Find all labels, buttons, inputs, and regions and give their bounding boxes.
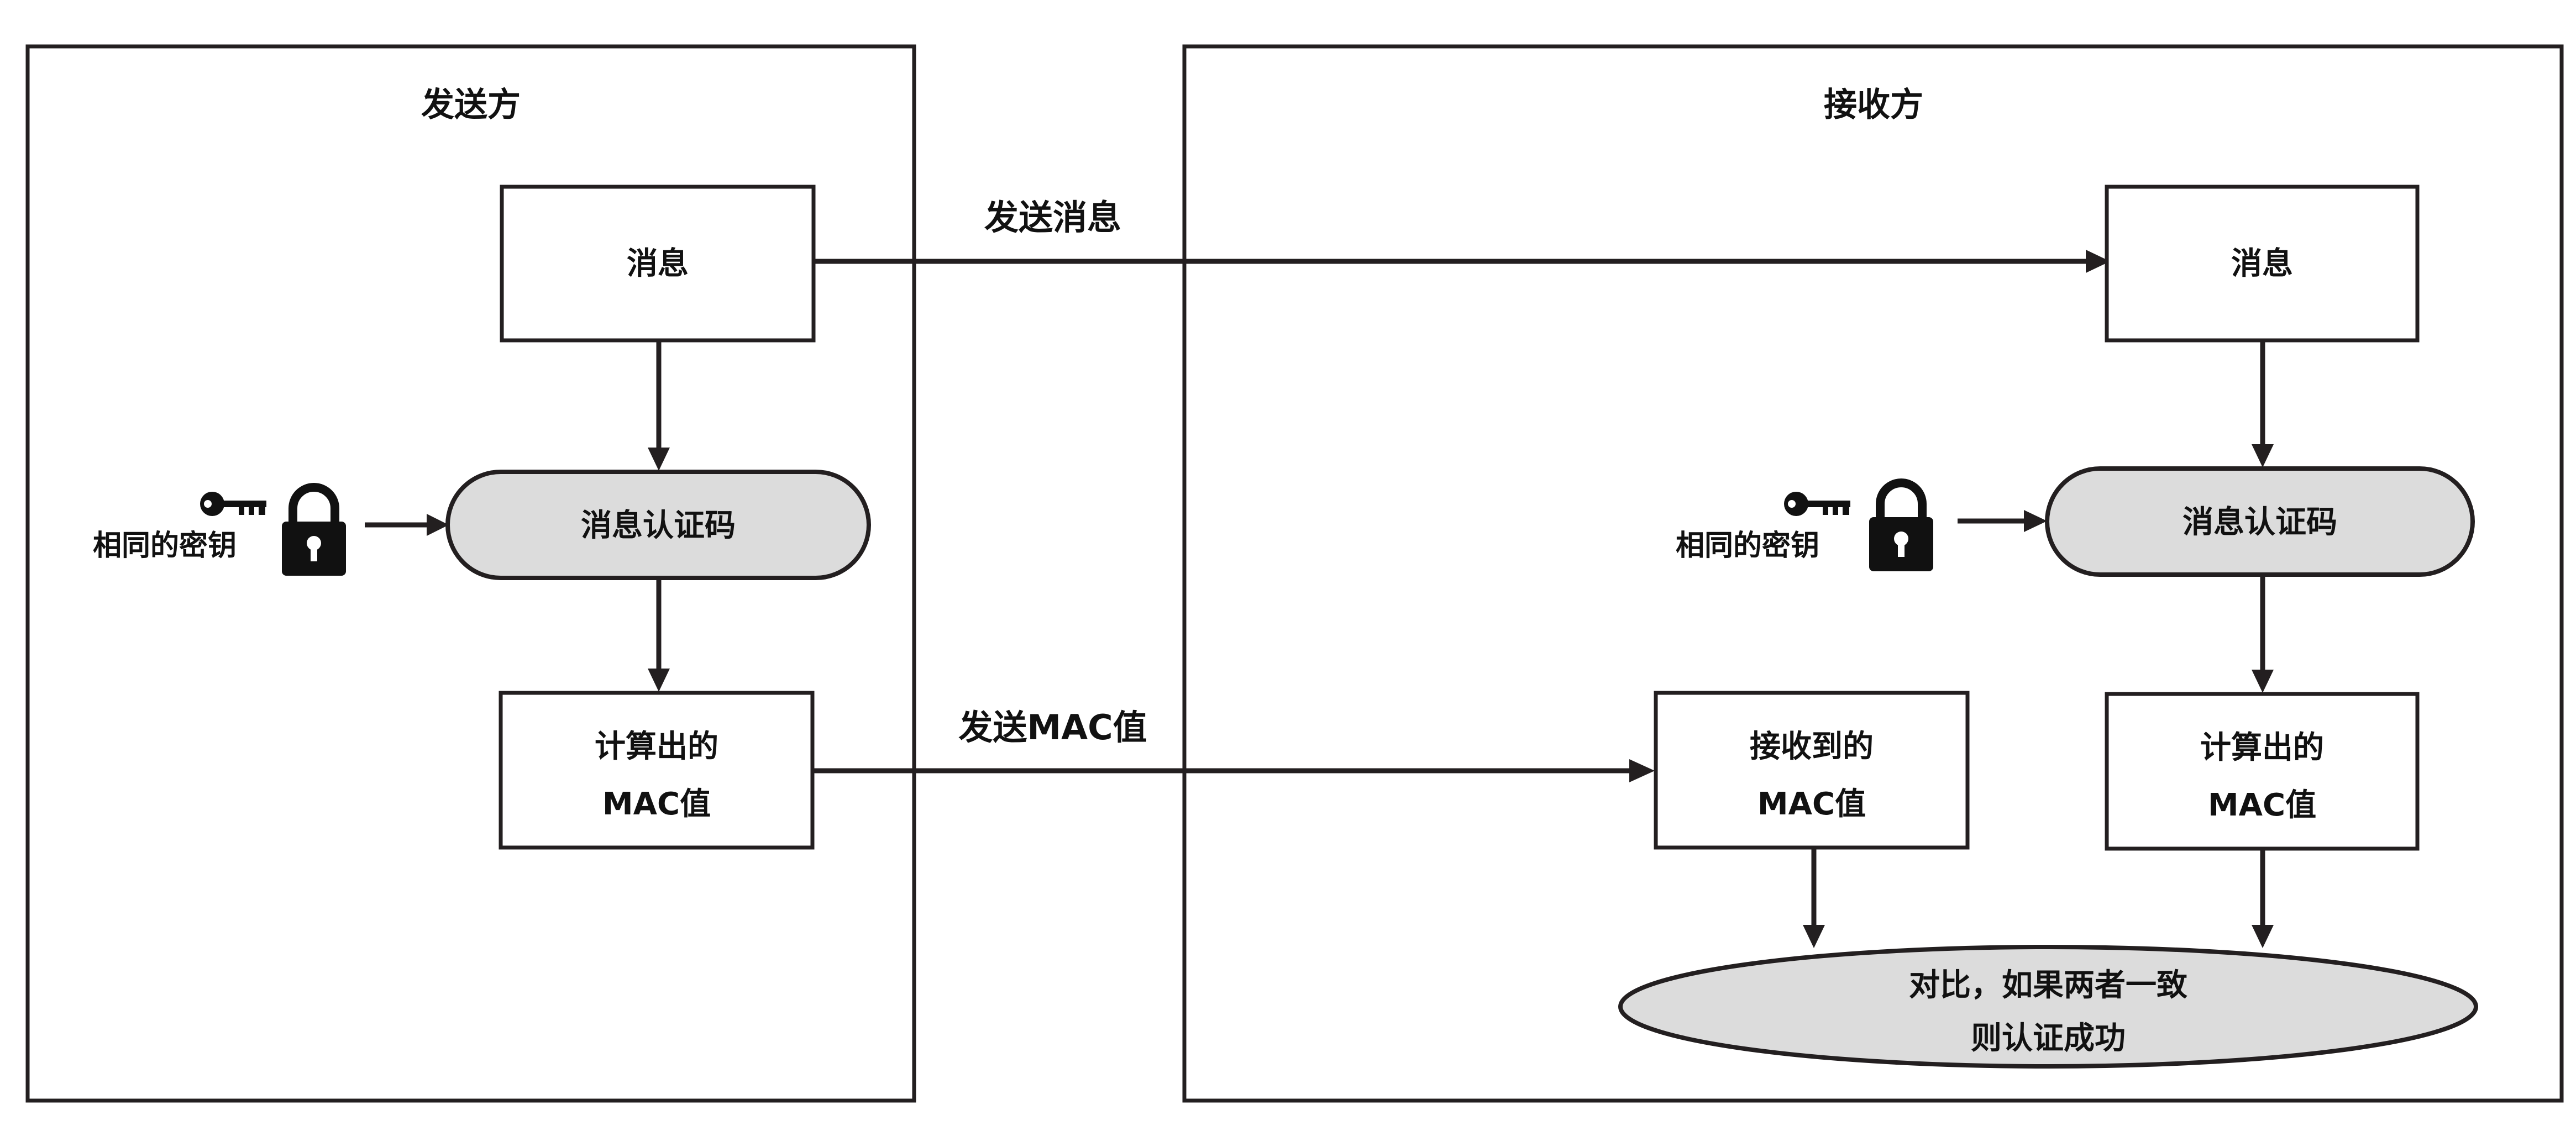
send-message-label: 发送消息 (984, 197, 1121, 238)
arrows (365, 250, 2274, 948)
sender-mac-function-label: 消息认证码 (581, 508, 736, 544)
padlock-icon (1869, 478, 1933, 571)
receiver-compare-line1: 对比，如果两者一致 (1909, 967, 2187, 1003)
receiver-key-group: 相同的密钥 (1676, 478, 1933, 571)
receiver-received-mac-box: 接收到的 MAC值 (1654, 691, 1970, 850)
sender-computed-mac-line2: MAC值 (602, 786, 711, 822)
send-message-arrowhead (2086, 250, 2110, 273)
sender-message-label: 消息 (627, 246, 689, 282)
send-mac-label: 发送MAC值 (958, 707, 1147, 748)
receiver-received-mac-line1: 接收到的 (1750, 729, 1874, 765)
receiver-computed-mac-line1: 计算出的 (2200, 730, 2324, 766)
receiver-title: 接收方 (1824, 86, 1923, 124)
send-mac-arrowhead (1629, 759, 1655, 782)
sender-key-label: 相同的密钥 (93, 529, 237, 562)
receiver-message-to-mac-arrowhead (2252, 444, 2274, 467)
sender-title: 发送方 (421, 86, 521, 124)
receiver-compare-node: 对比，如果两者一致 则认证成功 (1618, 945, 2478, 1069)
receiver-mac-to-value-arrowhead (2252, 670, 2274, 693)
sender-mac-function: 消息认证码 (445, 470, 871, 580)
receiver-mac-function: 消息认证码 (2045, 466, 2475, 577)
sender-computed-mac-box: 计算出的 MAC值 (499, 691, 815, 850)
receiver-key-label: 相同的密钥 (1676, 529, 1819, 562)
sender-key-arrowhead (427, 514, 449, 536)
key-icon (200, 492, 266, 516)
sender-mac-to-value-arrowhead (648, 669, 670, 692)
receiver-message-box: 消息 (2105, 185, 2420, 343)
receiver-received-mac-line2: MAC值 (1757, 786, 1866, 822)
sender-message-box: 消息 (500, 185, 816, 343)
receiver-key-arrowhead (2024, 510, 2047, 532)
key-icon (1784, 492, 1850, 516)
receiver-computed-mac-box: 计算出的 MAC值 (2105, 692, 2420, 851)
padlock-icon (282, 483, 346, 576)
received-mac-to-compare-arrowhead (1803, 925, 1825, 948)
sender-key-group: 相同的密钥 (93, 483, 346, 576)
computed-mac-to-compare-arrowhead (2252, 925, 2274, 948)
receiver-mac-function-label: 消息认证码 (2182, 504, 2337, 540)
receiver-compare-line2: 则认证成功 (1971, 1020, 2126, 1056)
sender-computed-mac-line1: 计算出的 (595, 729, 718, 765)
receiver-computed-mac-line2: MAC值 (2208, 787, 2316, 823)
sender-message-to-mac-arrowhead (648, 448, 670, 471)
receiver-message-label: 消息 (2231, 246, 2293, 282)
